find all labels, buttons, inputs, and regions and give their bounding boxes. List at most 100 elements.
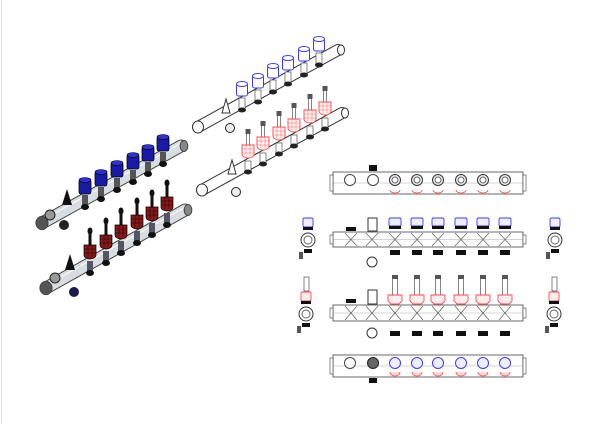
top-view-port-red-4: [477, 189, 489, 194]
return-outlet-5: [164, 213, 170, 225]
supply-outlet-nut-4: [144, 171, 152, 177]
top-view-port-inner-3: [457, 176, 465, 184]
front-supply-vent: [367, 217, 378, 232]
supply-manifold-bar-inlet-fitting: [35, 215, 49, 231]
wire-return-valve-grid-3: [288, 119, 300, 130]
front-flowmeter-knob-0: [392, 275, 398, 279]
front-return-valve-3: [453, 294, 469, 305]
front-return-valve-1: [409, 294, 425, 305]
return-valve-1: [99, 234, 113, 250]
return-valve-grid-1: [100, 235, 112, 247]
supply-cap-top-0: [78, 177, 92, 183]
flowmeter-knob-1: [103, 217, 109, 225]
wire-return-bar-end-cap: [341, 107, 349, 119]
supply-cap-top-3: [126, 152, 140, 158]
frame-border: [1, 0, 2, 424]
side-right-return-cap-ring: [549, 301, 559, 304]
bottom-view-inlet: [344, 357, 356, 369]
front-supply-cross-5: [454, 232, 468, 247]
wire-return-valve-grid-2: [273, 127, 285, 138]
front-supply-cap-3: [454, 217, 468, 227]
return-valve-0: [83, 244, 97, 260]
side-right-supply-nut: [551, 249, 559, 253]
wire-supply-cap-top-5: [313, 36, 325, 42]
side-right-supply-cap: [549, 217, 561, 228]
side-right-supply-drain: [546, 252, 550, 259]
front-supply-outlet-nut-1: [412, 250, 422, 255]
front-return-outlet-nut-5: [500, 331, 510, 336]
bottom-view-port-3: [455, 357, 467, 369]
wire-return-nut-5: [321, 126, 329, 132]
supply-cap-top-5: [156, 134, 170, 140]
supply-outlet-0: [82, 195, 88, 207]
flowmeter-knob-2: [118, 207, 124, 215]
front-supply-outlet-nut-4: [478, 250, 488, 255]
wire-flowmeter-knob-3: [291, 103, 297, 108]
front-return-outlet-nut-2: [433, 331, 443, 336]
top-view-port-red-3: [455, 189, 467, 194]
supply-vent-valve: [62, 189, 72, 205]
front-flowmeter-knob-4: [480, 275, 486, 279]
front-supply-cap-5: [498, 217, 512, 227]
front-supply-cap-4: [476, 217, 490, 227]
front-return-valve-0: [387, 294, 403, 305]
front-supply-bar-left-end: [329, 234, 334, 245]
return-outlet-nut-0: [86, 270, 94, 276]
return-valve-4: [145, 206, 159, 222]
front-supply-cap-ring-0: [389, 226, 401, 229]
wire-flowmeter-knob-0: [245, 129, 251, 134]
front-return-valve-2: [430, 294, 446, 305]
front-supply-cross-7: [498, 232, 512, 247]
front-return-cross-6: [476, 305, 490, 321]
return-valve-3: [130, 214, 144, 230]
return-outlet-nut-1: [102, 260, 110, 266]
front-supply-cross-1: [365, 232, 379, 247]
flowmeter-stem-2: [119, 211, 123, 225]
wire-supply-nut-3: [284, 81, 292, 87]
front-supply-plug: [346, 227, 356, 231]
bottom-view-port-4: [477, 357, 489, 369]
return-manifold-bar: [40, 204, 191, 294]
side-left-return-bore: [301, 309, 311, 319]
front-supply-gauge: [366, 256, 378, 268]
top-view-inlet: [344, 174, 356, 186]
front-supply-cap-ring-4: [477, 226, 489, 229]
front-supply-cap-0: [388, 217, 402, 227]
orthographic-views: [297, 165, 563, 383]
top-view-port-inner-4: [479, 176, 487, 184]
wire-supply-nut-4: [300, 72, 308, 78]
supply-manifold-bar-highlight: [41, 142, 182, 221]
wire-return-nut-0: [244, 169, 252, 175]
wire-return-valve-grid-1: [257, 137, 269, 148]
wire-flowmeter-stem-1: [261, 124, 265, 138]
side-left-supply-cap: [302, 217, 314, 228]
front-return-cross-0: [344, 305, 358, 321]
wire-return-valve-grid-0: [242, 145, 254, 156]
top-view-port-red-0: [389, 189, 401, 194]
return-outlet-nut-2: [117, 250, 125, 256]
flowmeter-stem-4: [150, 193, 154, 207]
return-valve-grid-3: [131, 215, 143, 227]
return-thermometer: [49, 272, 61, 284]
supply-outlet-2: [114, 178, 120, 190]
wire-return-valve-1: [256, 136, 270, 151]
bottom-view-bar-right-end: [522, 357, 527, 375]
front-return-cross-1: [365, 305, 379, 321]
front-return-cross-4: [431, 305, 445, 321]
isometric-wireframe-view: [192, 36, 349, 197]
wire-flowmeter-stem-5: [323, 89, 327, 103]
side-left-supply-bore: [303, 235, 313, 245]
return-outlet-nut-3: [133, 240, 141, 246]
wire-return-valve-grid-4: [304, 110, 316, 121]
top-view-port-inner-0: [391, 176, 399, 184]
supply-drain-valve: [59, 220, 69, 230]
return-valve-grid-4: [146, 207, 158, 219]
wire-supply-nut-5: [315, 62, 323, 68]
wire-return-valve-0: [241, 144, 255, 159]
bottom-view-port-2: [432, 357, 444, 369]
front-return-bar-left-end: [329, 307, 334, 319]
wire-supply-cap-top-2: [267, 63, 279, 69]
front-supply-outlet-nut-5: [500, 250, 510, 255]
isometric-shaded-view: [35, 134, 193, 297]
